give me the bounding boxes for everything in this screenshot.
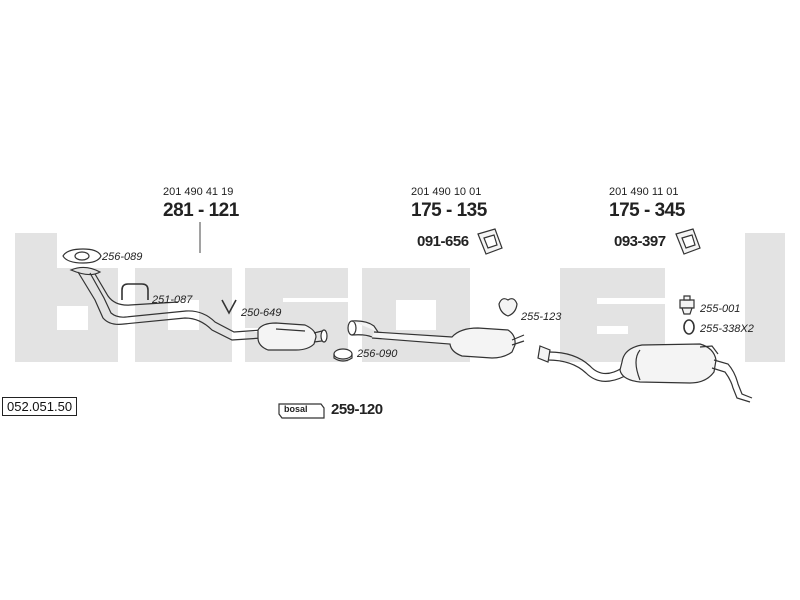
oem-number: 201 490 10 01	[411, 186, 482, 198]
gasket-256-089	[62, 248, 102, 264]
part-label-255-338x2: 255-338X2	[700, 323, 754, 335]
gasket-256-090	[333, 348, 353, 362]
part-number-main: 175 - 135	[411, 200, 487, 221]
front-pipe	[69, 266, 263, 341]
hanger-255-123	[498, 298, 518, 317]
hanger-bracket-093-397	[675, 228, 701, 255]
part-label-255-123: 255-123	[521, 311, 562, 323]
hanger-bracket-091-656	[477, 228, 503, 255]
mount-255-001	[679, 295, 695, 315]
ubolt-250-649	[221, 299, 237, 315]
part-label-255-001: 255-001	[700, 303, 741, 315]
hanger-part-number: 091-656	[417, 233, 469, 250]
center-silencer	[347, 320, 525, 359]
part-number-main: 175 - 345	[609, 200, 685, 221]
kit-part-number: 259-120	[331, 401, 383, 418]
clamp-251-087	[121, 283, 149, 300]
oem-number: 201 490 11 01	[609, 186, 679, 198]
part-label-256-089: 256-089	[102, 251, 143, 263]
part-label-250-649: 250-649	[241, 307, 282, 319]
part-label-251-087: 251-087	[152, 294, 193, 306]
oem-number: 201 490 41 19	[163, 186, 234, 198]
kit-badge-label: bosal	[284, 404, 308, 414]
part-label-256-090: 256-090	[357, 348, 398, 360]
reference-number: 052.051.50	[2, 397, 78, 416]
ring-255-338x2	[683, 319, 695, 335]
catalytic-converter	[257, 322, 328, 351]
rear-silencer	[537, 343, 753, 403]
part-number-main: 281 - 121	[163, 200, 239, 221]
kit-badge	[278, 403, 325, 419]
hanger-part-number: 093-397	[614, 233, 666, 250]
